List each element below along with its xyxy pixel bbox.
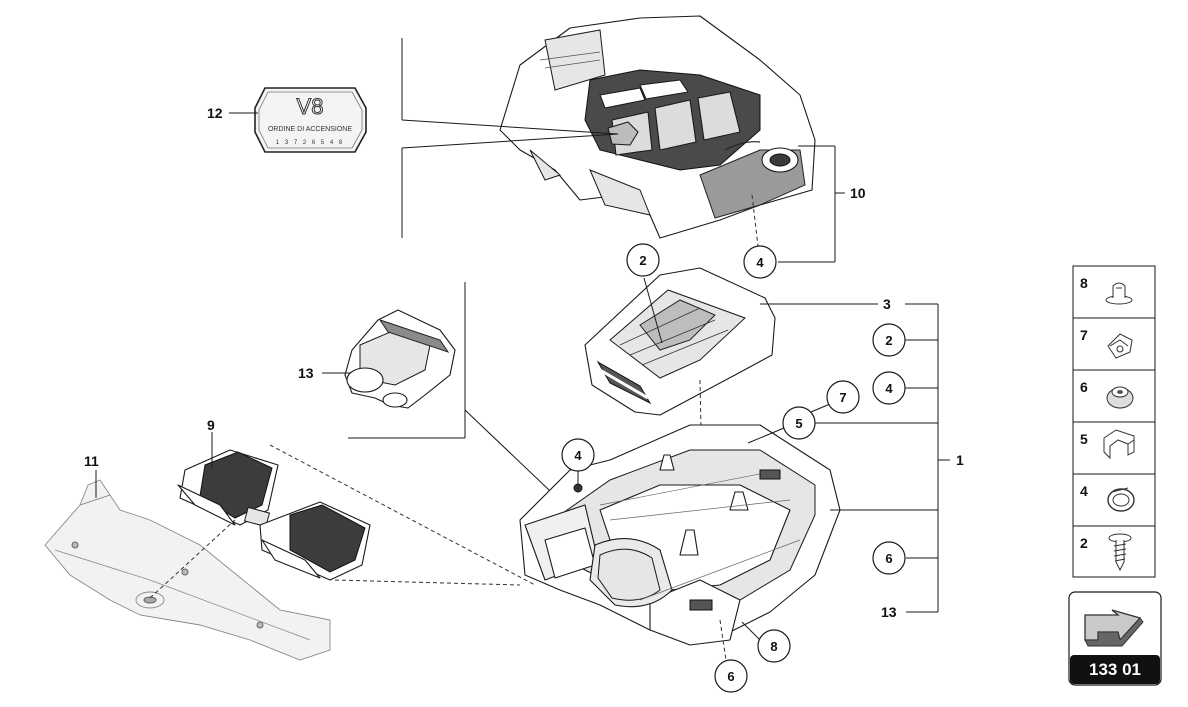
- legend-item-5[interactable]: 5: [1080, 429, 1135, 460]
- svg-text:4: 4: [1080, 483, 1088, 499]
- twin-intake-ducts-part[interactable]: [177, 449, 371, 581]
- air-filter-lid-part[interactable]: [584, 267, 776, 416]
- clip-nut-icon: [1107, 333, 1133, 359]
- hardware-legend: 8 7 6 5: [1072, 265, 1156, 578]
- svg-text:4: 4: [885, 381, 893, 396]
- push-rivet-icon: [1105, 282, 1133, 305]
- label-3: 3: [883, 296, 891, 312]
- svg-text:5: 5: [795, 416, 802, 431]
- svg-text:2: 2: [639, 253, 646, 268]
- callout-4-cover[interactable]: 4: [743, 245, 777, 279]
- callout-2-top[interactable]: 2: [626, 243, 660, 277]
- emblem-firing-label: ORDINE DI ACCENSIONE: [268, 126, 352, 133]
- callout-5[interactable]: 5: [782, 406, 816, 440]
- svg-text:2: 2: [1080, 535, 1088, 551]
- callout-7[interactable]: 7: [826, 380, 860, 414]
- v8-firing-order-emblem[interactable]: V8 ORDINE DI ACCENSIONE 1 3 7 2 6 5 4 8: [254, 87, 367, 153]
- legend-item-8[interactable]: 8: [1080, 275, 1133, 305]
- label-9: 9: [207, 417, 215, 433]
- label-12: 12: [207, 105, 223, 121]
- page-arrow-icon: [1084, 609, 1144, 647]
- intake-elbow-part[interactable]: [344, 309, 456, 409]
- label-10: 10: [850, 185, 866, 201]
- label-13-bottom: 13: [881, 604, 897, 620]
- callout-8-bottom[interactable]: 8: [757, 629, 791, 663]
- label-11: 11: [84, 453, 99, 469]
- label-1: 1: [956, 452, 964, 468]
- engine-cover-part[interactable]: [499, 15, 816, 239]
- callout-6-bottom[interactable]: 6: [714, 659, 748, 693]
- svg-text:6: 6: [1080, 379, 1088, 395]
- page-reference-box[interactable]: 133 01: [1068, 591, 1162, 686]
- svg-text:7: 7: [1080, 327, 1088, 343]
- svg-text:8: 8: [1080, 275, 1088, 291]
- svg-text:6: 6: [885, 551, 892, 566]
- svg-text:4: 4: [756, 255, 764, 270]
- callout-6-right[interactable]: 6: [872, 541, 906, 575]
- spring-clip-icon: [1103, 429, 1135, 460]
- callout-2-right[interactable]: 2: [872, 323, 906, 357]
- mounting-bracket-part[interactable]: [44, 479, 331, 661]
- legend-item-2[interactable]: 2: [1080, 533, 1132, 572]
- emblem-v8-text: V8: [297, 94, 324, 119]
- callout-4-right[interactable]: 4: [872, 371, 906, 405]
- legend-item-4[interactable]: 4: [1080, 483, 1135, 512]
- svg-text:6: 6: [727, 669, 734, 684]
- page-reference-number: 133 01: [1089, 660, 1141, 679]
- grommet-icon: [1106, 386, 1134, 409]
- label-13-top: 13: [298, 365, 314, 381]
- screw-icon: [1108, 533, 1132, 572]
- svg-text:2: 2: [885, 333, 892, 348]
- callout-4-left[interactable]: 4: [561, 438, 595, 472]
- svg-text:7: 7: [839, 390, 846, 405]
- expansion-nut-icon: [1107, 487, 1135, 512]
- svg-text:4: 4: [574, 448, 582, 463]
- legend-item-6[interactable]: 6: [1080, 379, 1134, 409]
- emblem-firing-order: 1 3 7 2 6 5 4 8: [276, 140, 344, 146]
- legend-item-7[interactable]: 7: [1080, 327, 1133, 359]
- svg-text:8: 8: [770, 639, 777, 654]
- svg-text:5: 5: [1080, 431, 1088, 447]
- air-box-housing-part[interactable]: [519, 424, 841, 646]
